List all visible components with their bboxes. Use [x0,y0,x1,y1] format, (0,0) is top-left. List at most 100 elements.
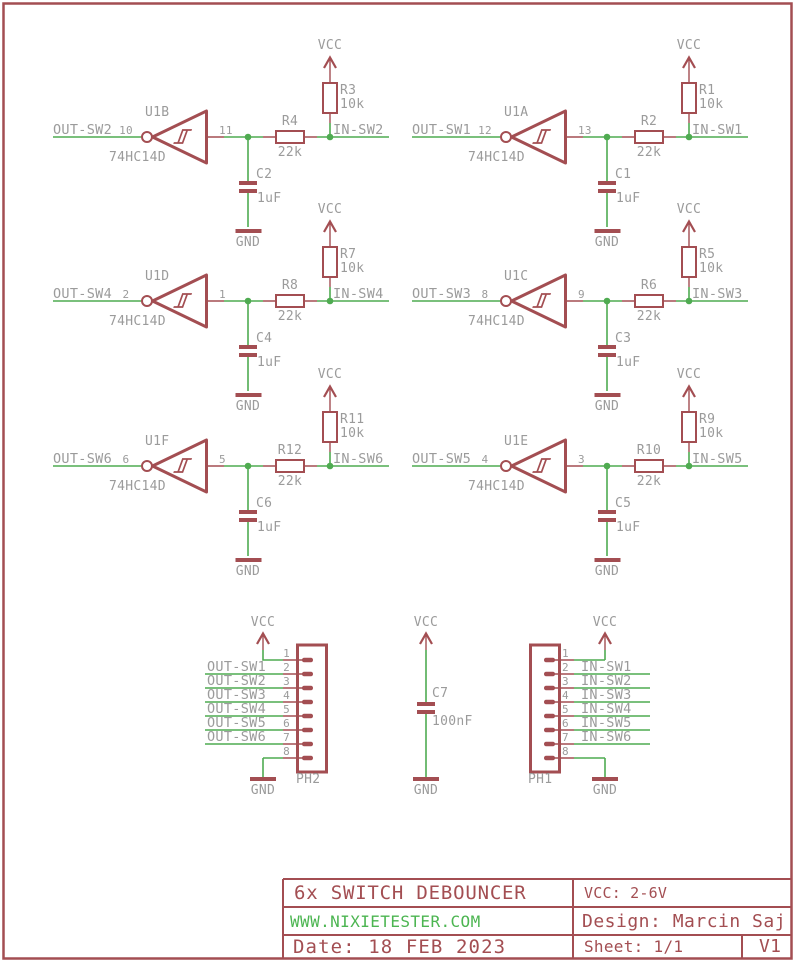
gnd-symbol-icon [594,558,621,562]
vcc-arrow-icon [323,384,337,398]
net-label: OUT-SW4 [207,701,266,717]
schmitt-hysteresis-icon [173,293,193,308]
gate-refdes: U1D [145,269,170,284]
inverter-triangle-icon [510,109,567,165]
wire [574,650,606,777]
capacitor-value: 1uF [616,520,641,535]
series-resistor-ref: R10 [636,443,662,458]
wire [53,452,389,556]
pin-number-in: 11 [219,124,233,137]
gate-part-value: 74HC14D [468,314,525,329]
net-label-out: OUT-SW2 [53,122,112,138]
pullup-resistor-ref: R5 [699,247,716,262]
net-label: IN-SW1 [581,659,632,675]
pin-number-out: 12 [478,124,492,137]
pullup-resistor-body [681,82,697,114]
pullup-resistor-ref: R11 [340,412,365,427]
junction-dot [244,297,252,305]
pin-line [565,222,690,302]
gnd-label: GND [235,235,261,250]
connector-refdes: PH1 [528,772,553,787]
gnd-label: GND [235,399,261,414]
series-resistor-value: 22k [277,309,303,324]
pullup-resistor-ref: R9 [699,412,716,427]
junction-dot [685,133,693,141]
capacitor-ref: C6 [256,496,273,511]
capacitor-plate [598,353,616,357]
connector-pin-stub [544,727,555,733]
circuit-graphics [412,384,748,562]
vcc-arrow-icon [256,631,270,645]
vcc-label: VCC [676,367,702,382]
net-label: OUT-SW5 [207,715,266,731]
series-resistor-body [275,459,305,473]
capacitor-ref: C3 [615,331,632,346]
connector-body [529,643,561,774]
titleblock-date: Date: 18 FEB 2023 [293,935,507,958]
pin-line [206,222,331,302]
connector-pin-number: 8 [283,745,290,758]
connector-pin-number: 7 [283,731,290,744]
net-label-out: OUT-SW4 [53,286,112,302]
vcc-arrow-icon [323,219,337,233]
junction-dot [603,133,611,141]
pullup-resistor-body [681,246,697,278]
vcc-arrow-icon [682,55,696,69]
vcc-arrow-icon [598,631,612,645]
pin-number-out: 6 [122,453,130,466]
pullup-resistor-body [681,411,697,443]
junction-dot [685,462,693,470]
net-label-in: IN-SW4 [333,286,384,302]
net-label-out: OUT-SW1 [412,122,471,138]
schmitt-hysteresis-icon [532,458,552,473]
gate-refdes: U1F [145,434,170,449]
wire [262,650,283,777]
connector-pin-stub [544,685,555,691]
inverter-bubble-icon [141,460,153,472]
series-resistor-value: 22k [636,309,662,324]
pullup-resistor-value: 10k [699,426,724,441]
series-resistor-ref: R8 [281,278,299,293]
pin-number-in: 1 [219,288,226,301]
connector-pin-number: 5 [562,703,569,716]
titleblock-version: V1 [759,936,782,957]
pullup-resistor-value: 10k [699,97,724,112]
capacitor-value: 1uF [616,191,641,206]
connector-pin-stub [302,713,313,719]
gate-refdes: U1B [145,105,170,120]
pin-line [206,58,331,138]
schmitt-hysteresis-icon [173,458,193,473]
connector-body [296,643,328,774]
connector-pin-number: 7 [562,731,569,744]
net-label: IN-SW6 [581,729,632,745]
capacitor-plate [239,181,257,185]
titleblock-title: 6x SWITCH DEBOUNCER [294,882,527,904]
connector-pin-stub [302,755,313,761]
pin-line [565,387,690,467]
vcc-label: VCC [676,38,702,53]
capacitor-ref: C1 [615,167,632,182]
gate-part-value: 74HC14D [109,150,166,165]
series-resistor-body [275,294,305,308]
connector-pin-number: 8 [562,745,569,758]
vcc-label: VCC [592,615,618,630]
series-resistor-ref: R6 [640,278,658,293]
gate-part-value: 74HC14D [109,479,166,494]
titleblock-sheet: Sheet: 1/1 [584,937,684,956]
pullup-resistor-body [322,82,338,114]
net-label-out: OUT-SW6 [53,451,112,467]
connector-pin-stub [544,741,555,747]
pin-number-out: 4 [481,453,489,466]
vcc-label: VCC [413,615,439,630]
connector-pin-stub [544,699,555,705]
connector-pin-stub [544,713,555,719]
vcc-arrow-icon [323,55,337,69]
circuit-graphics [412,219,748,397]
junction-dot [603,297,611,305]
capacitor-ref: C7 [432,686,449,701]
capacitor-plate [598,181,616,185]
